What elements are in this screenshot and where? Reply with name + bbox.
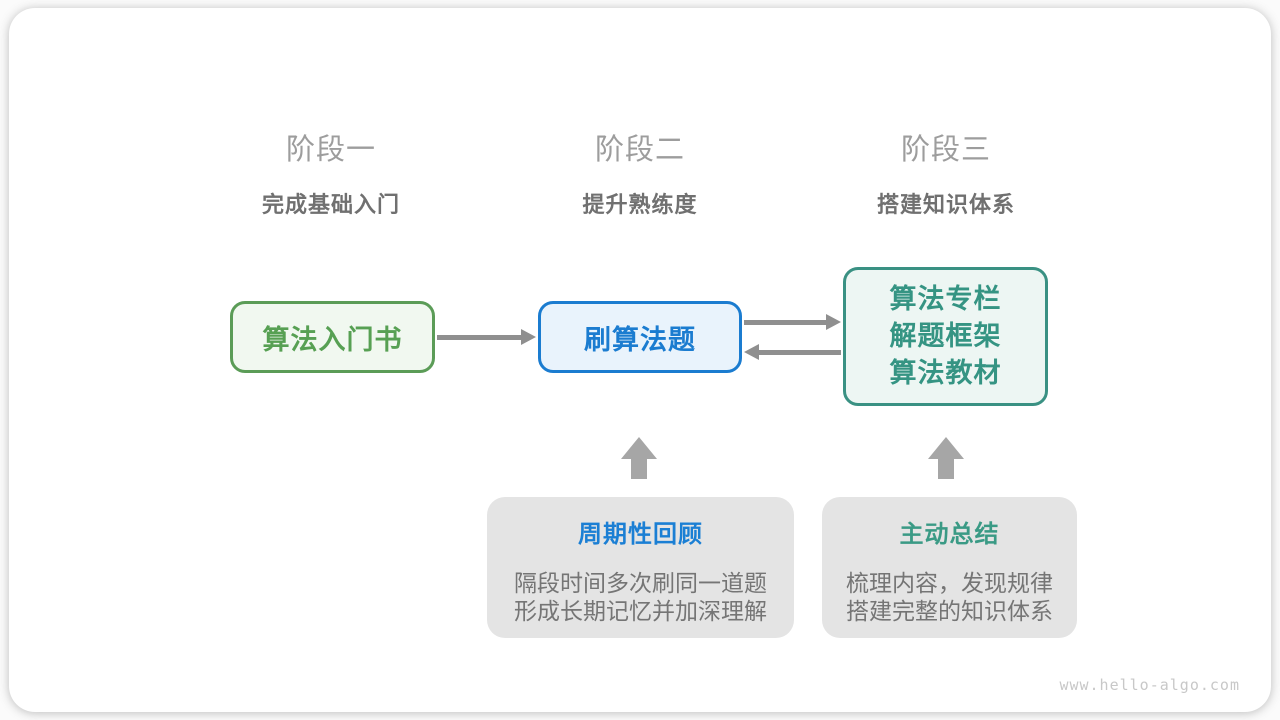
stage-1-header: 阶段一 完成基础入门 [171, 126, 491, 219]
panel-periodic-review-title: 周期性回顾 [578, 521, 703, 548]
up-arrow-stem [631, 459, 647, 479]
resource-line-3: 算法教材 [889, 358, 1002, 388]
up-arrow-icon [928, 437, 964, 479]
stage-2-label: 阶段二 [594, 134, 685, 166]
panel-body-line: 梳理内容，发现规律 [846, 570, 1053, 596]
box-practice-problems: 刷算法题 [538, 301, 742, 373]
panel-body-line: 形成长期记忆并加深理解 [514, 598, 767, 624]
arrow-stem [757, 349, 841, 355]
box-intro-book-label: 算法入门书 [262, 324, 403, 355]
up-arrow-head [928, 437, 964, 459]
stage-2-header: 阶段二 提升熟练度 [480, 126, 800, 219]
panel-periodic-review-body: 隔段时间多次刷同一道题 形成长期记忆并加深理解 [487, 569, 794, 625]
box-knowledge-resources: 算法专栏 解题框架 算法教材 [843, 267, 1048, 406]
box-intro-book: 算法入门书 [230, 301, 435, 373]
arrow-head [826, 314, 841, 330]
arrow-head [521, 329, 536, 345]
resource-line-1: 算法专栏 [889, 284, 1002, 314]
resource-line-2: 解题框架 [889, 321, 1002, 351]
stage-3-subtitle: 搭建知识体系 [876, 192, 1015, 217]
panel-body-line: 搭建完整的知识体系 [846, 598, 1053, 624]
box-practice-label: 刷算法题 [584, 324, 696, 355]
right-arrow-icon [437, 329, 536, 345]
panel-periodic-review: 周期性回顾 隔段时间多次刷同一道题 形成长期记忆并加深理解 [487, 497, 794, 638]
up-arrow-head [621, 437, 657, 459]
site-watermark: www.hello-algo.com [1059, 676, 1240, 694]
panel-active-summary-title: 主动总结 [899, 521, 1000, 548]
arrow-stem [744, 319, 828, 325]
arrow-head [744, 344, 759, 360]
stage-3-label: 阶段三 [900, 134, 991, 166]
panel-active-summary-body: 梳理内容，发现规律 搭建完整的知识体系 [822, 569, 1077, 625]
stage-3-header: 阶段三 搭建知识体系 [786, 126, 1106, 219]
right-arrow-icon [744, 314, 841, 330]
stage-2-subtitle: 提升熟练度 [582, 192, 698, 217]
stage-1-subtitle: 完成基础入门 [261, 192, 400, 217]
panel-active-summary: 主动总结 梳理内容，发现规律 搭建完整的知识体系 [822, 497, 1077, 638]
up-arrow-icon [621, 437, 657, 479]
stage-1-label: 阶段一 [285, 134, 376, 166]
up-arrow-stem [938, 459, 954, 479]
panel-body-line: 隔段时间多次刷同一道题 [514, 570, 767, 596]
arrow-stem [437, 334, 523, 340]
left-arrow-icon [744, 344, 841, 360]
